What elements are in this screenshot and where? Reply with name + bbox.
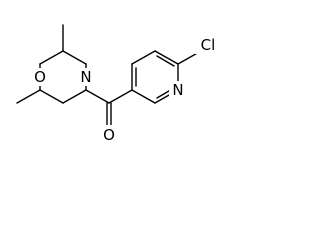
- chlorine-mask: [195, 36, 219, 54]
- bond-c3-c2: [62, 50, 87, 65]
- chlorine-label: Cl: [201, 36, 216, 54]
- morpholine-nitrogen-label: N: [80, 68, 91, 86]
- bond-py-c5-c6: [154, 50, 179, 65]
- morpholine-oxygen-label: O: [34, 68, 46, 86]
- bond-n-carbonyl-carbon: [85, 89, 110, 104]
- morpholine-nitrogen-mask: [77, 68, 95, 86]
- bond-c2-o: [39, 50, 64, 65]
- carbonyl-oxygen-label: O: [103, 126, 115, 144]
- bond-carbonyl-to-ring: [108, 89, 133, 104]
- bond-py-c2-c3: [131, 89, 156, 104]
- bond-c6-methyl: [16, 89, 41, 104]
- bond-c6-c5: [39, 89, 64, 104]
- structure-svg: O N O N Cl: [16, 24, 219, 144]
- morpholine-oxygen-mask: [31, 68, 49, 86]
- carbonyl-oxygen-mask: [100, 125, 118, 143]
- bond-py-inner-c5-c6: [156, 55, 175, 67]
- atom-layer: O N O N Cl: [31, 36, 219, 144]
- pyridine-nitrogen-mask: [169, 81, 187, 99]
- bond-c5-n: [62, 89, 87, 104]
- pyridine-nitrogen-label: N: [172, 81, 183, 99]
- bond-py-c4-c5: [131, 50, 156, 65]
- molecule-diagram: O N O N Cl: [16, 24, 219, 144]
